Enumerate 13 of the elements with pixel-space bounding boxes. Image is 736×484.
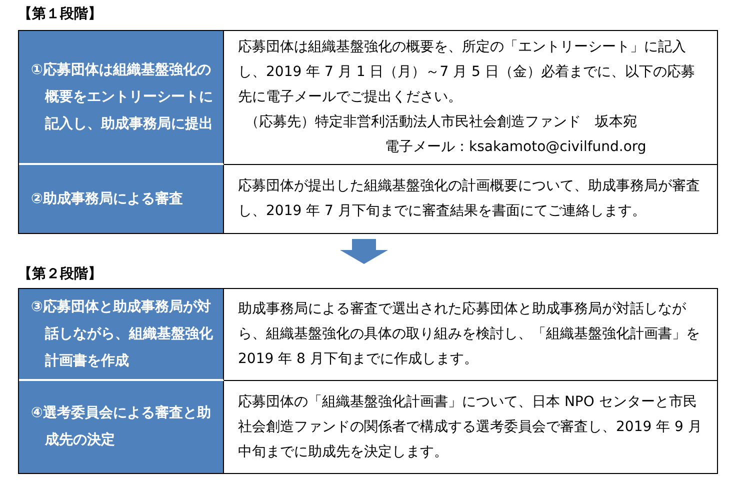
description-text: 応募団体の「組織基盤強化計画書」について、日本 NPO センターと市民社会創造ファンドの関係者で構成する選考委員会で審査し、2019 年 9 月中旬までに助成先を決定します。	[238, 392, 703, 462]
stage-heading: 【第１段階】	[18, 5, 103, 24]
block-arrow	[340, 239, 388, 264]
description-text: （応募先）特定非営利活動法人市民社会創造ファンド 坂本宛	[244, 113, 638, 132]
step-heading-cell: ①応募団体は組織基盤強化の概要をエントリーシートに記入し、助成事務局に提出	[19, 31, 224, 165]
description-text: 電子メール：ksakamoto@civilfund.org	[384, 138, 648, 157]
description-text: 応募団体が提出した組織基盤強化の計画概要について、助成事務局が審査し、2019 年 7 月下旬までに審査結果を書面にてご連絡します。	[238, 177, 701, 221]
step-heading-cell: ②助成事務局による審査	[19, 165, 224, 233]
description-text: 助成事務局による審査で選出された応募団体と助成事務局が対話しながら、組織基盤強化の具体の取り組みを検討し、「組織基盤強化計画書」を 2019 年 8 月下旬までに作成します。	[238, 300, 701, 369]
step-heading-cell: ③応募団体と助成事務局が対話しながら、組織基盤強化計画書を作成	[19, 289, 224, 381]
stage-heading: 【第２段階】	[18, 265, 103, 284]
step-heading-cell: ④選考委員会による審査と助成先の決定	[19, 381, 224, 473]
description-text: 応募団体は組織基盤強化の概要を、所定の「エントリーシート」に記入し、2019 年 7 月 1 日（月）～7 月 5 日（金）必着までに、以下の応募先に電子メールでご提出ください。	[238, 38, 696, 107]
